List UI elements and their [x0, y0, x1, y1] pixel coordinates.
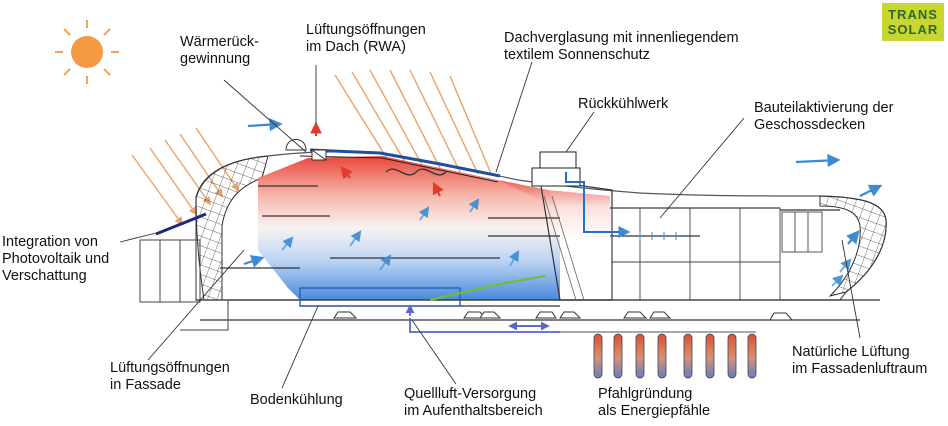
label-roof-vents: Lüftungsöffnungen im Dach (RWA)	[306, 22, 426, 55]
cooling-tower-structure	[531, 151, 581, 187]
label-roof-glazing: Dachverglasung mit innenliegendem textil…	[504, 30, 739, 63]
label-facade-vents: Lüftungsöffnungen in Fassade	[110, 360, 230, 393]
sun-icon	[55, 20, 119, 84]
label-floor-cooling: Bodenkühlung	[250, 392, 343, 408]
logo-text-line1: TRANS	[888, 7, 938, 22]
slab-activation-arrows	[639, 232, 677, 240]
label-cooling-tower: Rückkühlwerk	[578, 96, 669, 112]
label-displacement-air: Quellluft-Versorgung im Aufenthaltsberei…	[404, 386, 543, 419]
right-building	[611, 207, 823, 301]
label-slab-activation: Bauteilaktivierung der Geschossdecken	[754, 100, 894, 133]
label-energy-piles: Pfahlgründung als Energiepfähle	[598, 386, 711, 419]
label-heat-recovery: Wärmerück- gewinnung	[180, 34, 259, 67]
transsolar-logo: TRANS SOLAR	[882, 3, 944, 41]
energy-piles	[560, 331, 757, 379]
solar-rays-roof	[334, 69, 493, 177]
parked-cars	[333, 311, 794, 321]
label-pv-integration: Integration von Photovoltaik und Verscha…	[2, 234, 110, 284]
logo-text-line2: SOLAR	[887, 22, 939, 37]
callout-lines	[119, 61, 861, 389]
pv-panel	[155, 212, 207, 236]
label-natural-ventilation: Natürliche Lüftung im Fassadenluftraum	[792, 344, 928, 377]
